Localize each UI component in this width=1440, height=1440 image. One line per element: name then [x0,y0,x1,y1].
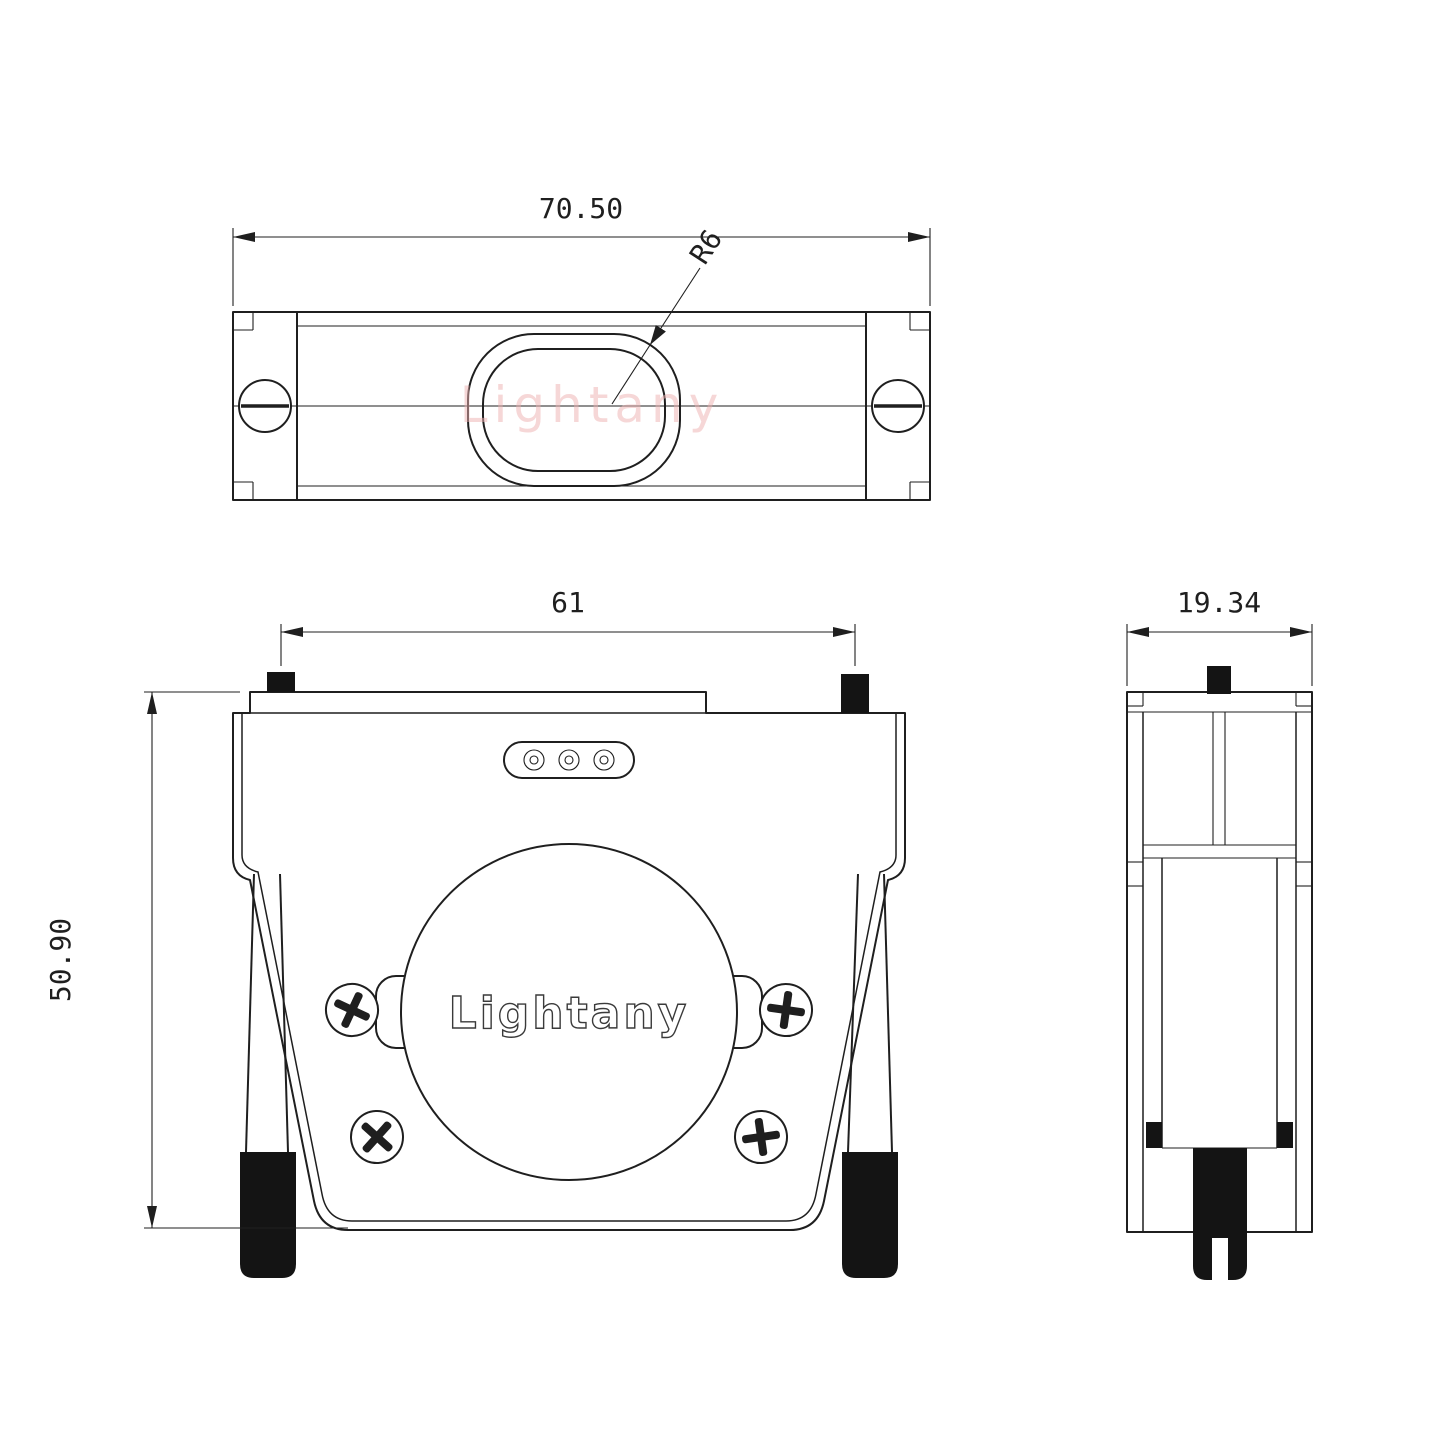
phillips-screw-bottom-left [350,1110,404,1164]
cover-circle [400,843,738,1181]
cable-left [240,873,296,1278]
thumbscrew-left [238,379,292,433]
front-shell-inner-wall [241,713,897,1222]
dimension-top-width-label: 70.50 [539,192,623,225]
cable-right [842,873,898,1278]
phillips-screw-top-left [325,983,379,1037]
cable-boot-left [240,1152,296,1278]
phillips-screw-bottom-right [734,1110,788,1164]
radius-callout-label: R6 [683,224,729,270]
brand-logo-text: Lightany [449,988,690,1039]
side-cable-clamp [1146,858,1293,1149]
side-view-edges [1127,692,1312,1232]
dimension-side-width: 19.34 [1126,586,1313,686]
jack-screw-right [841,674,869,713]
side-view [1126,666,1313,1280]
dimension-top-width: 70.50 [232,192,931,306]
phillips-screw-top-right [759,983,813,1037]
jack-screw-left [267,672,295,692]
oval-cutout [467,333,681,487]
center-cover: Lightany [375,843,763,1181]
vent-holes [503,741,635,779]
thumbscrew-right [871,379,925,433]
front-view: Lightany [232,672,906,1278]
watermark-text: Lightany [460,376,725,434]
side-cable-boot [1193,1148,1247,1280]
dimension-front-width: 61 [280,586,856,666]
cable-boot-right [842,1152,898,1278]
dimension-side-width-label: 19.34 [1177,586,1261,619]
top-view: R6 Lightany [232,224,931,501]
dimension-front-width-label: 61 [551,586,585,619]
dimension-front-height: 50.90 [44,691,348,1229]
dimension-front-height-label: 50.90 [44,918,77,1002]
front-shell-outline [232,691,906,1231]
side-jack-screw [1207,666,1231,845]
